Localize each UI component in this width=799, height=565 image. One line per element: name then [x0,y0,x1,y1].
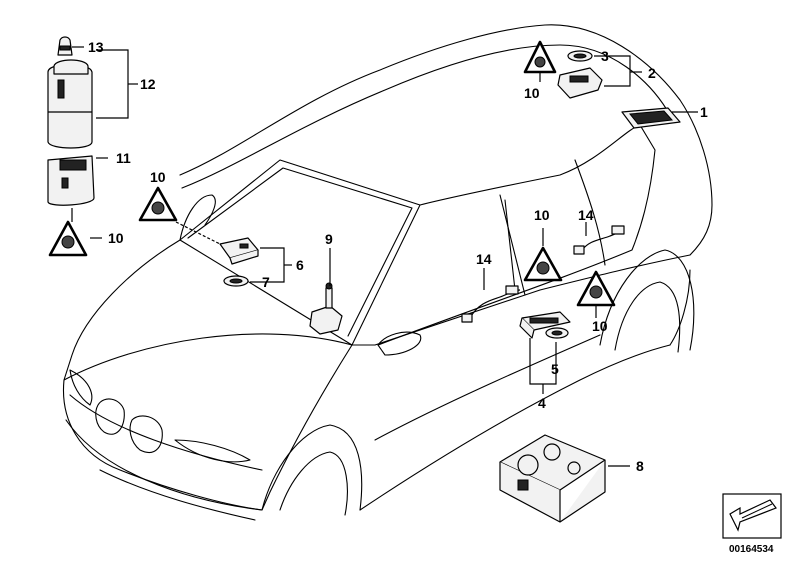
part-14-harness-right [573,225,625,255]
callout-2: 2 [648,65,656,81]
warning-triangle-icon [48,220,88,257]
callout-10-b: 10 [150,169,166,185]
grille-kidney-left [95,398,125,435]
warning-triangle-icon [138,186,178,222]
diagram-number: 00164534 [729,544,774,555]
vehicle-outline [62,24,713,521]
leader-lines [71,46,698,467]
callout-10-c: 10 [524,85,540,101]
part-4-door-light [519,311,571,339]
callout-labels: 13 12 11 10 10 6 7 9 3 2 10 1 10 14 14 1… [88,39,708,474]
part-1-rear-light [621,107,681,129]
callout-10-e: 10 [592,318,608,334]
side-mirror [377,331,422,356]
warning-triangle-icon [523,246,563,282]
callout-3: 3 [601,48,609,64]
part-14-harness-left [461,285,521,323]
callout-13: 13 [88,39,104,55]
callout-8: 8 [636,458,644,474]
warning-triangle-icon [576,270,616,307]
return-arrow-icon [729,499,777,532]
callout-10-d: 10 [534,207,550,223]
callout-4: 4 [538,395,546,411]
part-11-unit [47,155,95,206]
callout-7: 7 [262,274,270,290]
part-7-lens [223,275,249,287]
diagram-id-box: 00164534 [722,493,782,555]
callout-11: 11 [116,150,131,166]
grille-kidney-right [129,415,163,453]
part-9-sensor [309,282,343,335]
part-6-light-unit [219,237,259,265]
callout-5: 5 [551,361,559,377]
part-2-roof-light [557,67,603,99]
part-12-holder [47,59,93,149]
callout-6: 6 [296,257,304,273]
part-13-cap [57,36,73,56]
rear-wheel-arch [599,249,695,351]
part-8-kit-box [499,434,606,523]
windshield-outline [179,159,421,346]
part-5-lens [545,327,569,339]
part-3-lens [567,50,593,62]
callout-14-left: 14 [476,251,492,267]
callout-14-right: 14 [578,207,594,223]
callout-12: 12 [140,76,156,92]
callout-9: 9 [325,231,333,247]
callout-10-a: 10 [108,230,124,246]
front-wheel-arch [261,424,363,511]
callout-1: 1 [700,104,708,120]
